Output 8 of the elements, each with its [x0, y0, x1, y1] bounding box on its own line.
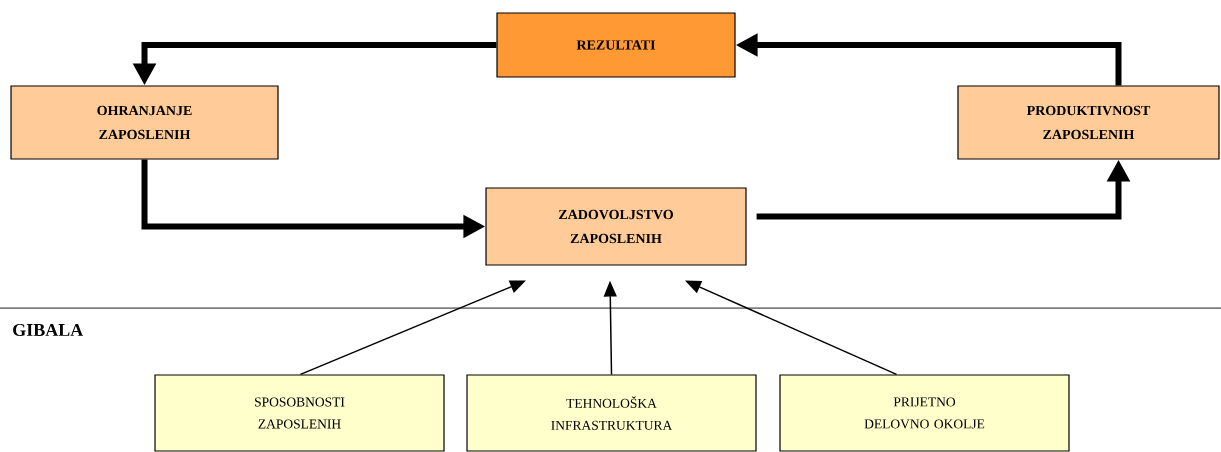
- process-box: ZADOVOLJSTVO ZAPOSLENIH: [485, 187, 747, 266]
- factor-box: TEHNOLOŠKA INFRASTRUKTURA: [466, 374, 757, 452]
- process-box: PRODUKTIVNOST ZAPOSLENIH: [957, 85, 1220, 160]
- process-box: OHRANJANJE ZAPOSLENIH: [10, 85, 279, 160]
- factor-box: SPOSOBNOSTI ZAPOSLENIH: [154, 374, 445, 452]
- section-label: GIBALA: [13, 323, 84, 337]
- factor-box: PRIJETNO DELOVNO OKOLJE: [779, 374, 1070, 452]
- result-box: REZULTATI: [496, 12, 736, 78]
